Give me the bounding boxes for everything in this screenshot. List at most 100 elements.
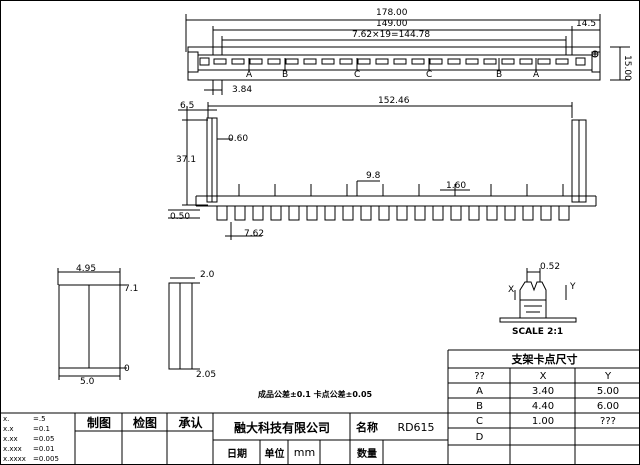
tolerance-key: x.xx [3,435,18,443]
bracket-table-title: 支架卡点尺寸 [511,353,578,366]
dim-profile-top: 2.0 [200,270,215,280]
pos-label-c2: C [426,70,433,80]
dim-side-width: 4.95 [76,264,97,274]
tolerance-key: x.x [3,425,14,433]
top-view-slots [213,58,569,65]
pin-1 [216,205,228,221]
slot-17 [501,58,515,65]
tolerance-key: x. [3,415,10,423]
pin-14 [450,205,462,221]
side-view [57,268,127,380]
unit-label: 单位 [264,449,285,460]
pin-6 [306,205,318,221]
dim-profile-bottom: 2.05 [196,370,217,380]
top-view [185,14,630,95]
dim-pin-pitch-total: 7.62×19=144.78 [352,30,431,40]
tolerance-row: x.xxxx=0.005 [3,454,73,464]
dim-left-offset: 3.84 [232,85,253,95]
pin-3 [252,205,264,221]
bracket-cell-label: B [476,400,483,412]
tolerance-value: =0.01 [33,445,55,453]
dim-pin-pitch: 7.62 [244,229,265,239]
dim-clip-size: 9.8 [366,171,381,181]
tolerance-value: =0.1 [33,425,50,433]
part-name: RD615 [397,420,435,434]
bracket-cell-x: 4.40 [531,400,555,412]
pin-17 [504,205,516,221]
bracket-header-x: X [539,370,547,382]
pos-label-b1: B [282,70,289,80]
pin-9 [360,205,372,221]
pin-20 [558,205,570,221]
tolerance-value: =.5 [33,415,46,423]
slot-15 [465,58,479,65]
pin-2 [234,205,246,221]
detail-x-label: X [508,285,515,295]
drawn-label: 制图 [86,415,111,430]
pin-10 [378,205,390,221]
dim-end-width: 6.5 [180,101,195,111]
tolerance-note: 成品公差±0.1 卡点公差±0.05 [258,390,373,399]
dim-overall-length: 178.00 [376,8,408,18]
detail-y-label: Y [570,282,576,292]
front-view [168,102,597,240]
slot-19 [537,58,551,65]
slot-6 [303,58,317,65]
dim-end-thickness: 0.60 [228,134,249,144]
slot-20 [555,58,569,65]
slot-10 [375,58,389,65]
slot-5 [285,58,299,65]
profile-view [168,277,200,370]
pin-18 [522,205,534,221]
slot-1 [213,58,227,65]
dim-right-offset: 14.5 [576,19,597,29]
dim-detail-width: 0.52 [540,262,561,272]
tolerance-row: x.xx =0.05 [3,434,73,444]
bracket-cell-y: ??? [600,415,616,427]
slot-18 [519,58,533,65]
pin-12 [414,205,426,221]
slot-12 [411,58,425,65]
tolerance-row: x.x =0.1 [3,424,73,434]
bracket-cell-label: D [475,431,484,443]
pos-label-b2: B [496,70,503,80]
tolerance-value: =0.05 [33,435,55,443]
dim-height-right: 15.00 [622,55,632,81]
quantity-label: 数量 [357,449,377,460]
slot-14 [447,58,461,65]
pin-8 [342,205,354,221]
dim-hole-pitch: 149.00 [376,19,408,29]
bracket-cell-y: 6.00 [596,400,620,412]
tolerance-row: x. =.5 [3,414,73,424]
bracket-cell-label: A [476,385,483,397]
unit-value: mm [293,446,316,459]
bracket-cell-x: 3.40 [531,385,555,397]
bracket-cell-label: C [476,415,483,427]
bracket-cell-x [511,429,575,445]
dim-base-offset: 0.50 [170,212,191,222]
slot-2 [231,58,245,65]
pin-11 [396,205,408,221]
bracket-cell-y: 5.00 [596,385,620,397]
dim-clip-width: 1.60 [446,181,467,191]
pin-5 [288,205,300,221]
pin-13 [432,205,444,221]
bracket-cell-y [576,429,640,445]
pin-16 [486,205,498,221]
pos-label-c1: C [354,70,361,80]
slot-9 [357,58,371,65]
slot-13 [429,58,443,65]
tolerance-value: =0.005 [33,455,59,463]
tolerance-row: x.xxx =0.01 [3,444,73,454]
checked-label: 检图 [132,415,157,430]
tolerance-key: x.xxx [3,445,22,453]
bracket-cell-x: 1.00 [531,415,555,427]
front-view-pins [216,184,570,221]
slot-3 [249,58,263,65]
slot-4 [267,58,281,65]
slot-7 [321,58,335,65]
dim-side-height: 7.1 [124,284,139,294]
slot-16 [483,58,497,65]
